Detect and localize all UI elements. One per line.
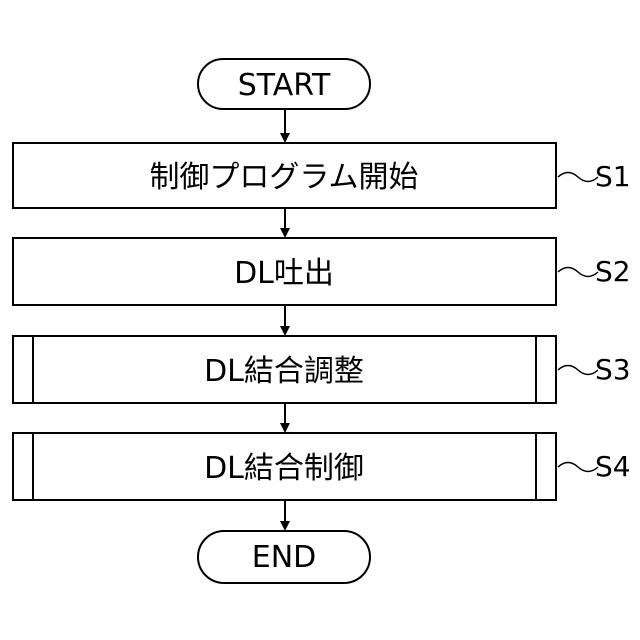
step-number: S2	[595, 255, 631, 288]
step-label: DL結合調整	[204, 354, 364, 389]
start-label: START	[238, 68, 331, 103]
subroutine-box: DL結合調整 S3	[13, 336, 631, 403]
step-leader-line	[558, 366, 598, 375]
start-terminator: START	[198, 59, 370, 109]
step-leader-line	[558, 463, 598, 472]
step-label: DL結合制御	[204, 451, 364, 486]
step-leader-line	[558, 173, 598, 182]
step-label: DL吐出	[234, 256, 334, 291]
step-leader-line	[558, 268, 598, 277]
step-number: S1	[595, 160, 631, 193]
process-box: 制御プログラム開始 S1	[13, 143, 631, 208]
end-label: END	[252, 540, 317, 575]
step-number: S3	[595, 353, 631, 386]
step-label: 制御プログラム開始	[149, 160, 418, 195]
subroutine-box: DL結合制御 S4	[13, 433, 631, 500]
step-number: S4	[595, 450, 631, 483]
process-box: DL吐出 S2	[13, 238, 631, 305]
end-terminator: END	[198, 531, 370, 583]
